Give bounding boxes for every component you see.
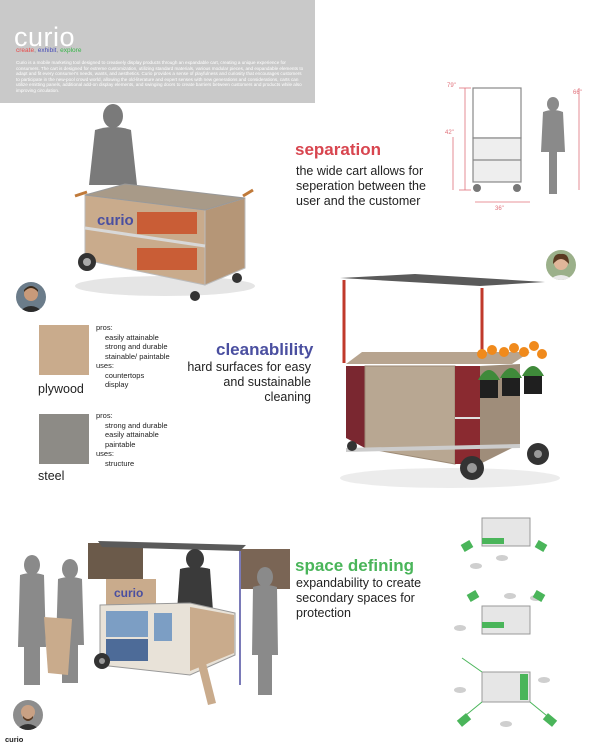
cart-render-closed: curio — [74, 104, 255, 301]
steel-uses-label: uses: — [96, 449, 114, 458]
footer-brand: curio — [5, 735, 24, 744]
dim-width: 36" — [495, 206, 504, 212]
cleanability-body: hard surfaces for easy and sustainable c… — [187, 360, 311, 404]
tagline-exhibit: exhibit — [37, 47, 57, 54]
plywood-pro: stainable/ paintable — [105, 351, 170, 361]
plywood-swatch — [39, 325, 89, 375]
plywood-pros-label: pros: — [96, 323, 113, 332]
steel-pro: strong and durable — [105, 420, 168, 430]
steel-swatch — [39, 414, 89, 464]
steel-pro: easily attainable — [105, 430, 159, 439]
avatar — [546, 250, 576, 280]
plywood-label: plywood — [38, 382, 84, 396]
steel-details: pros: strong and durable easily attainab… — [96, 411, 168, 468]
plywood-use: display — [105, 380, 129, 389]
plywood-pro: easily attainable — [105, 332, 159, 342]
steel-use: structure — [105, 458, 135, 468]
tagline-create: create — [16, 47, 35, 54]
dim-person-height: 66" — [573, 90, 582, 96]
steel-pro: paintable — [105, 439, 136, 449]
plan-view — [454, 590, 546, 635]
separation-body: the wide cart allows for seperation betw… — [296, 164, 426, 208]
avatar — [13, 700, 43, 730]
plan-view — [460, 517, 548, 569]
plywood-details: pros: easily attainable strong and durab… — [96, 323, 170, 390]
dim-total-height: 79" — [447, 83, 456, 89]
svg-text:curio: curio — [97, 212, 134, 229]
tagline-explore: explore — [60, 47, 82, 54]
brand-title: curio — [14, 22, 76, 52]
cart-render-canopy — [340, 274, 560, 488]
flower-planters — [477, 341, 547, 398]
avatar — [16, 282, 46, 312]
steel-label: steel — [38, 469, 65, 483]
cart-sign: curio — [114, 586, 143, 600]
person-silhouette — [89, 104, 137, 185]
separation-heading: separation — [295, 140, 381, 159]
tagline: create, exhibit, explore — [16, 47, 82, 54]
plywood-uses-label: uses: — [96, 361, 114, 370]
cleanability-heading: cleanablility — [216, 340, 314, 359]
plywood-use: countertops — [105, 370, 145, 380]
dimension-diagram: 79" 42" 36" 66" — [445, 83, 582, 212]
plan-view — [454, 657, 558, 727]
steel-pros-label: pros: — [96, 411, 113, 420]
project-description: Curio is a mobile marketing tool designe… — [16, 60, 304, 93]
space-plan-diagrams — [454, 517, 558, 727]
space-defining-body: expandability to create secondary spaces… — [296, 576, 422, 620]
dim-cart-height: 42" — [445, 130, 454, 136]
space-defining-heading: space defining — [295, 556, 415, 575]
header-panel: curio create, exhibit, explore Curio is … — [0, 0, 315, 103]
cart-render-expanded: curio — [18, 541, 290, 705]
plywood-pro: strong and durable — [105, 342, 168, 351]
